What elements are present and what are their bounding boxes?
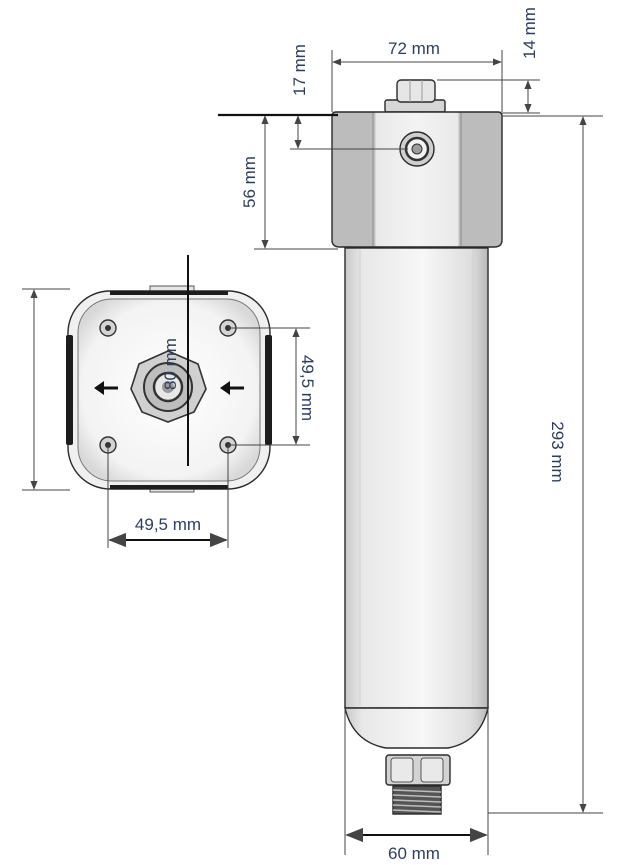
dimension-top-width: 72 mm [331,39,503,112]
bottom-nut [385,754,451,786]
dimension-side-offset: 17 mm [218,44,408,150]
flow-arrow-left-icon [220,381,244,395]
dimension-flange-width: 49,5 mm [107,445,229,548]
dimension-head-height: 56 mm [240,115,338,250]
bottom-taper [344,707,489,749]
threaded-outlet [392,785,442,815]
side-port [399,131,435,167]
dimension-flange-height-label: 49,5 mm [298,355,317,421]
dimension-base-width-label: 60 mm [388,844,440,863]
mounting-hole [99,319,117,337]
flange-top-view [66,285,272,493]
dimension-cap-height-label: 14 mm [520,7,539,59]
dimension-flange-size: 80 mm [22,255,189,491]
filter-body [344,247,489,709]
dimension-cap-height: 14 mm [437,7,540,114]
dimension-flange-height: 49,5 mm [228,327,317,446]
dimension-flange-width-label: 49,5 mm [135,515,201,534]
dimension-side-offset-label: 17 mm [290,44,309,96]
filter-head [331,111,503,248]
flow-arrow-left-icon [94,381,118,395]
filter-side-view [331,79,503,815]
dimension-head-height-label: 56 mm [240,156,259,208]
dimension-base-width: 60 mm [344,708,489,863]
dimension-overall-height: 293 mm [488,115,603,814]
dimension-flange-size-label: 80 mm [161,338,180,390]
dimension-overall-height-label: 293 mm [548,421,567,482]
center-fitting [130,350,207,423]
dimension-top-width-label: 72 mm [388,39,440,58]
top-cap-nut [384,79,446,113]
